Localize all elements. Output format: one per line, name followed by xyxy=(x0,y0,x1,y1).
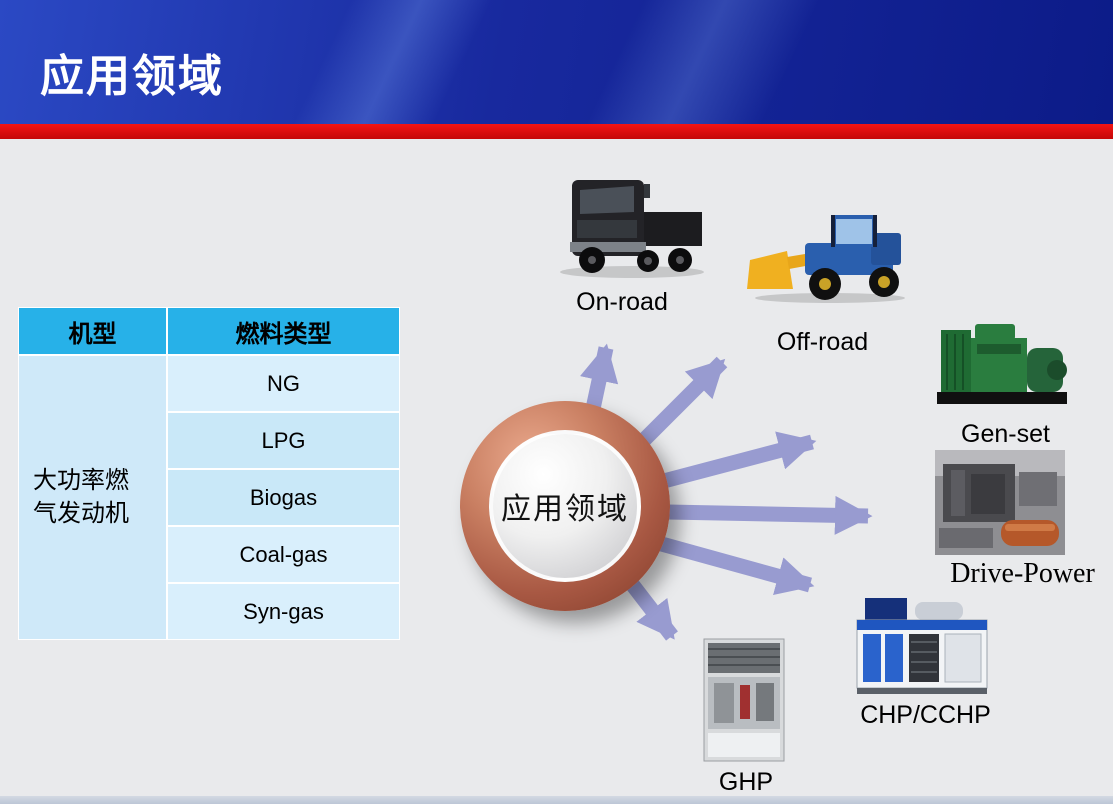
hub-circle: 应用领域 xyxy=(460,401,670,611)
engine-type-cell: 大功率燃气发动机 xyxy=(18,355,167,640)
on-road-label: On-road xyxy=(576,288,668,316)
ghp-unit-image xyxy=(700,635,788,770)
ghp-label: GHP xyxy=(718,768,774,796)
header-accent-bar xyxy=(0,124,1113,139)
arrow-drive-power xyxy=(667,495,873,535)
table-header-engine-type: 机型 xyxy=(18,307,167,355)
arrow-gen-set xyxy=(658,431,817,490)
fuel-table: 机型 燃料类型 大功率燃气发动机 NG LPG Biogas Coal-gas … xyxy=(18,307,400,640)
chp-cchp-label: CHP/CCHP xyxy=(860,701,991,729)
footer-strip xyxy=(0,796,1113,804)
gen-set-image xyxy=(935,300,1070,415)
drive-power-label: Drive-Power xyxy=(950,558,1095,589)
hub-label: 应用领域 xyxy=(501,493,629,526)
arrow-chp xyxy=(656,535,815,596)
arrow-off-road xyxy=(634,356,728,450)
fuel-row-coal-gas: Coal-gas xyxy=(167,526,400,583)
wheel-loader-graphic xyxy=(747,215,905,303)
slide-header: 应用领域 xyxy=(0,0,1113,124)
page-title: 应用领域 xyxy=(40,52,224,101)
table-header-fuel-type: 燃料类型 xyxy=(167,307,400,355)
gen-set-label: Gen-set xyxy=(961,420,1050,448)
ghp-graphic xyxy=(703,638,785,762)
chp-unit-image xyxy=(855,592,990,700)
fuel-row-syn-gas: Syn-gas xyxy=(167,583,400,640)
off-road-label: Off-road xyxy=(776,328,869,356)
fuel-row-ng: NG xyxy=(167,355,400,412)
drive-power-image xyxy=(935,450,1065,560)
industrial-engine-graphic xyxy=(935,450,1065,555)
on-road-truck-image xyxy=(550,160,710,287)
generator-graphic xyxy=(937,324,1067,404)
chp-graphic xyxy=(856,598,988,694)
truck-graphic xyxy=(560,180,704,278)
off-road-loader-image xyxy=(745,205,910,310)
fuel-row-lpg: LPG xyxy=(167,412,400,469)
fuel-row-biogas: Biogas xyxy=(167,469,400,526)
hub-inner-circle: 应用领域 xyxy=(489,430,641,582)
